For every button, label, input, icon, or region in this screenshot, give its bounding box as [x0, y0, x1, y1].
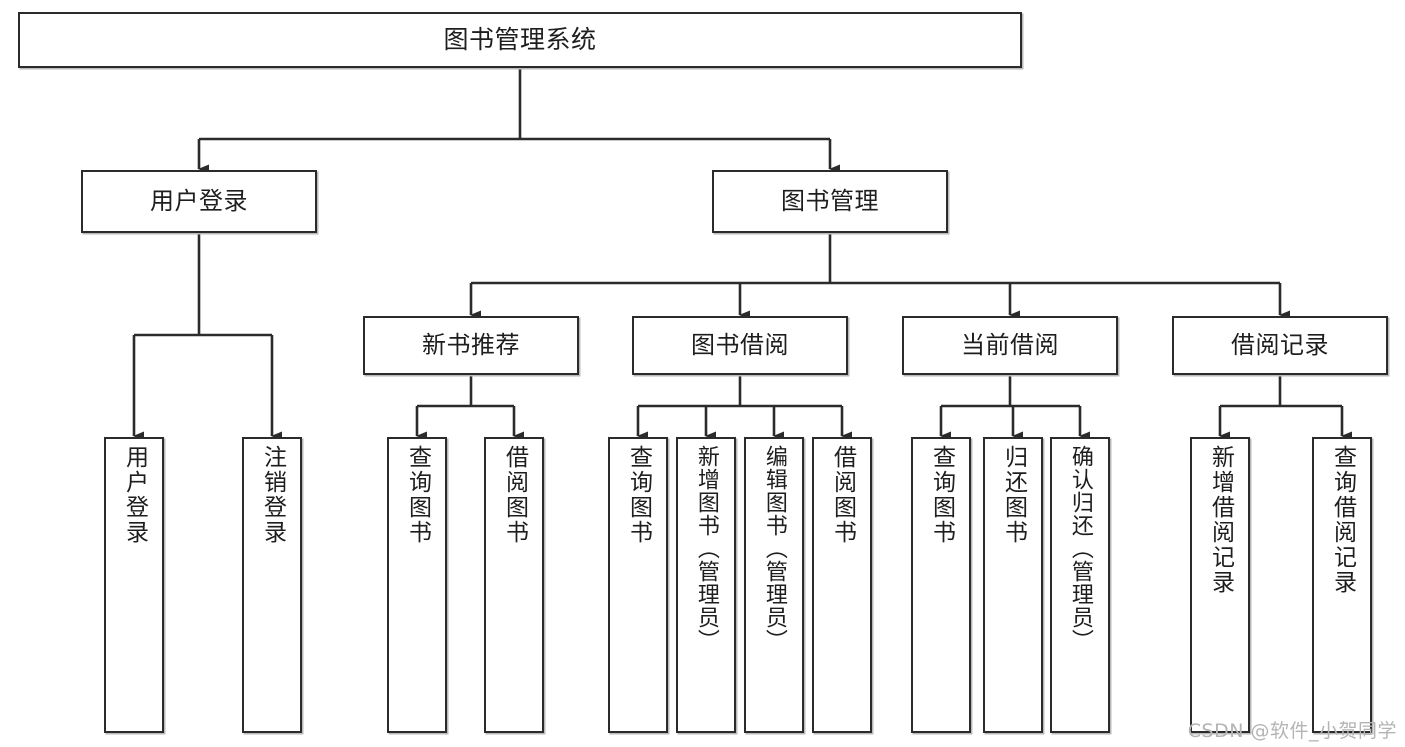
node-leaf-add-book: 新增图书（管理员）: [676, 437, 736, 733]
node-label: 查询图书: [625, 445, 652, 545]
edges-group: [132, 68, 1352, 441]
node-label: 用户登录: [121, 445, 148, 545]
node-label: 新书推荐: [422, 331, 520, 360]
node-label: 用户登录: [150, 187, 248, 216]
node-label: 新增借阅记录: [1207, 445, 1234, 595]
node-label: 查询图书: [404, 445, 431, 545]
node-label: 借阅记录: [1231, 331, 1329, 360]
node-borrow-record: 借阅记录: [1172, 316, 1388, 375]
node-current-borrow: 当前借阅: [902, 316, 1118, 375]
node-label: 图书管理: [781, 187, 879, 216]
node-leaf-add-record: 新增借阅记录: [1190, 437, 1250, 733]
node-label: 新增图书（管理员）: [693, 445, 719, 652]
node-book-manage: 图书管理: [712, 170, 948, 233]
node-label: 编辑图书（管理员）: [761, 445, 787, 652]
node-user-login: 用户登录: [81, 170, 317, 233]
node-book-borrow: 图书借阅: [632, 316, 848, 375]
node-label: 注销登录: [259, 445, 286, 545]
node-label: 当前借阅: [961, 331, 1059, 360]
watermark: CSDN @软件_小贺同学: [1187, 720, 1397, 742]
node-leaf-borrow-book-2: 借阅图书: [812, 437, 872, 733]
node-leaf-query-book-1: 查询图书: [387, 437, 447, 733]
node-leaf-confirm-return: 确认归还（管理员）: [1050, 437, 1110, 733]
node-root: 图书管理系统: [18, 12, 1022, 68]
node-label: 确认归还（管理员）: [1067, 445, 1093, 652]
node-leaf-user-logout: 注销登录: [242, 437, 302, 733]
node-leaf-query-record: 查询借阅记录: [1312, 437, 1372, 733]
node-leaf-user-login: 用户登录: [104, 437, 164, 733]
node-leaf-return-book: 归还图书: [983, 437, 1043, 733]
node-new-book-rec: 新书推荐: [363, 316, 579, 375]
node-label: 查询借阅记录: [1329, 445, 1356, 595]
node-label: 借阅图书: [829, 445, 856, 545]
node-leaf-edit-book: 编辑图书（管理员）: [744, 437, 804, 733]
node-label: 归还图书: [1000, 445, 1027, 545]
node-label: 图书借阅: [691, 331, 789, 360]
node-label: 图书管理系统: [443, 25, 597, 55]
node-leaf-query-book-3: 查询图书: [911, 437, 971, 733]
node-leaf-query-book-2: 查询图书: [608, 437, 668, 733]
node-label: 借阅图书: [501, 445, 528, 545]
node-label: 查询图书: [928, 445, 955, 545]
node-leaf-borrow-book-1: 借阅图书: [484, 437, 544, 733]
